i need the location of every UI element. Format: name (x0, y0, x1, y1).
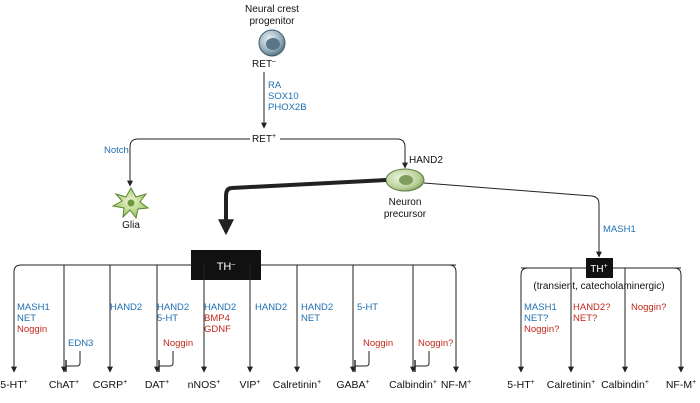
label-p-5ht-mash1: MASH1 (524, 302, 557, 313)
output-th-positive-nf-m-label: NF-M+ (666, 379, 696, 391)
label-nnos-bmp4: BMP4 (204, 313, 230, 324)
inhibitor-edn3-chat (65, 351, 81, 372)
label-dat-noggin: Noggin (163, 338, 193, 349)
label-vip-hand2: HAND2 (255, 302, 287, 313)
label-nnos-hand2: HAND2 (204, 302, 236, 313)
output-5-ht-label: 5-HT+ (0, 379, 27, 391)
factor-ra: RA (268, 80, 282, 91)
glia-cell-icon (111, 186, 150, 220)
output-calbindin-label: Calbindin+ (389, 379, 437, 391)
label-p-5ht-noggin: Noggin? (524, 324, 559, 335)
label-chat-edn3: EDN3 (68, 338, 93, 349)
progenitor-cell-icon (258, 29, 286, 57)
label-p-5ht-net: NET? (524, 313, 548, 324)
label-gaba-5ht: 5-HT (357, 302, 378, 313)
factor-hand2-main: HAND2 (409, 155, 443, 166)
output-chat-label: ChAT+ (49, 379, 79, 391)
label-calretinin-hand2: HAND2 (301, 302, 333, 313)
ret-to-glia-arrow (127, 138, 250, 187)
label-p-calbindin-noggin: Noggin? (631, 302, 666, 313)
label-5ht-noggin: Noggin (17, 324, 47, 335)
output-cgrp-label: CGRP+ (93, 379, 127, 391)
factor-phox2b: PHOX2B (268, 102, 307, 113)
factor-notch: Notch (104, 145, 129, 156)
progenitor-label-line2: progenitor (249, 16, 295, 27)
neuron-precursor-cell-icon (385, 168, 425, 192)
arrow-to-5-ht (11, 264, 22, 373)
label-calretinin-net: NET (301, 313, 320, 324)
arrow-to-th-positive-nf-m (673, 267, 684, 373)
th-positive-label: TH+ (590, 263, 607, 275)
output-dat-label: DAT+ (145, 379, 169, 391)
output-th-positive-calbindin-label: Calbindin+ (601, 379, 649, 391)
arrow-to-th-positive-5-ht (518, 267, 529, 373)
neuron-precursor-label-line2: precursor (384, 209, 427, 220)
label-cgrp-hand2: HAND2 (110, 302, 142, 313)
label-calbindin-noggin: Noggin? (418, 338, 453, 349)
output-gaba-label: GABA+ (336, 379, 369, 391)
progenitor-label-line1: Neural crest (245, 4, 299, 15)
label-p-calretinin-hand2: HAND2? (573, 302, 611, 313)
th-negative-box (191, 250, 261, 280)
factor-sox10: SOX10 (268, 91, 299, 102)
output-th-positive-calretinin-label: Calretinin+ (547, 379, 595, 391)
output-labels: 5-HT+ ChAT+ CGRP+ DAT+ nNOS+ VIP+ Calretinin+ G… (0, 379, 696, 391)
th-negative-label: TH– (217, 261, 236, 273)
glia-label: Glia (122, 220, 140, 231)
neuron-to-th-negative-arrow (218, 178, 387, 236)
th-positive-note: (transient, catecholaminergic) (533, 281, 664, 292)
inhibitor-noggin-dat (158, 351, 174, 372)
neuron-to-th-positive-arrow (423, 182, 602, 258)
th-positive-box (586, 258, 613, 278)
inhibitor-noggin-calbindin (414, 351, 430, 372)
output-nnos-label: nNOS+ (188, 379, 221, 391)
arrow-to-nf-m (448, 264, 459, 373)
ret-negative-label: RET– (252, 58, 276, 70)
output-nf-m-label: NF-M+ (441, 379, 471, 391)
factor-mash1-main: MASH1 (603, 224, 636, 235)
label-nnos-gdnf: GDNF (204, 324, 231, 335)
label-5ht-mash1: MASH1 (17, 302, 50, 313)
inhibitor-noggin-gaba (354, 351, 370, 372)
label-5ht-net: NET (17, 313, 36, 324)
ret-positive-label: RET+ (252, 133, 276, 145)
branch-arrows (11, 264, 684, 373)
neuron-precursor-label-line1: Neuron (389, 197, 422, 208)
output-vip-label: VIP+ (239, 379, 260, 391)
label-dat-5ht: 5-HT (157, 313, 178, 324)
label-dat-hand2: HAND2 (157, 302, 189, 313)
label-p-calretinin-net: NET? (573, 313, 597, 324)
output-th-positive-5-ht-label: 5-HT+ (507, 379, 534, 391)
output-calretinin-label: Calretinin+ (273, 379, 321, 391)
ret-to-neuron-arrow (280, 138, 408, 169)
label-gaba-noggin: Noggin (363, 338, 393, 349)
